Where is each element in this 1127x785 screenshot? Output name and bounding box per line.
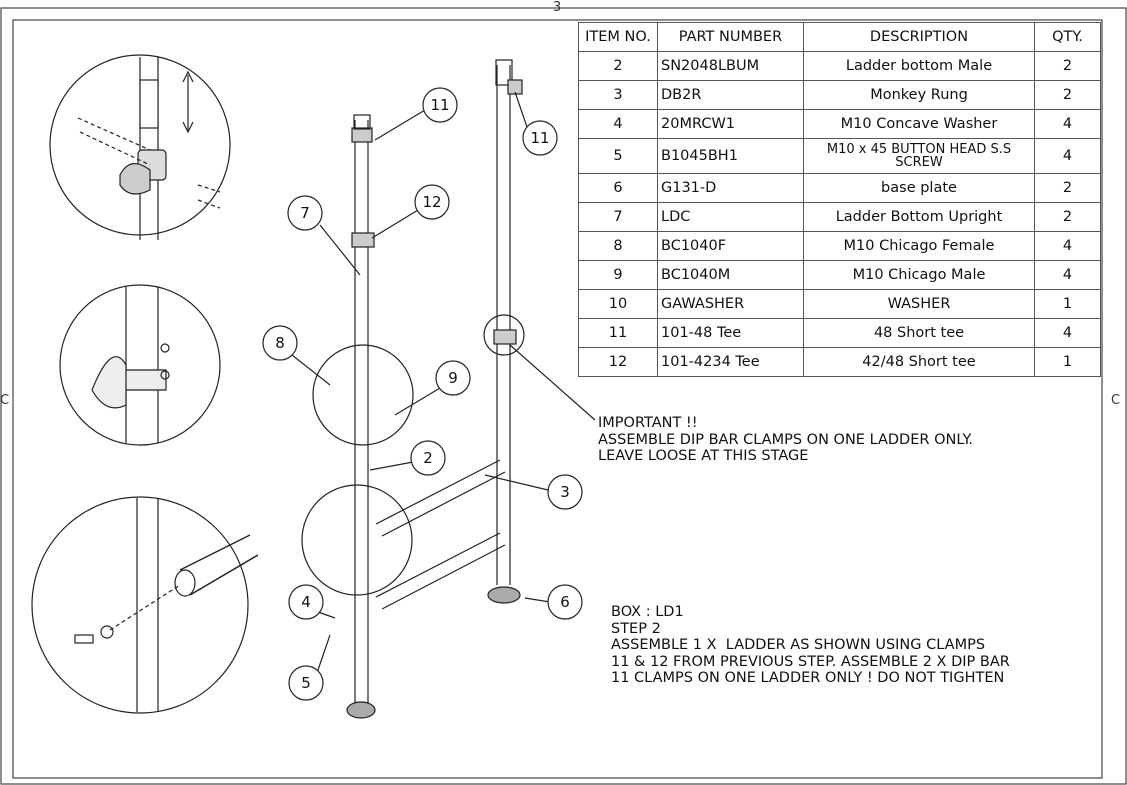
- cell-item-no: 5: [578, 138, 658, 174]
- cell-part-number: B1045BH1: [657, 138, 804, 174]
- balloon-9: 9: [448, 369, 458, 387]
- detail-view-rung-fixing: [31, 496, 259, 714]
- cell-qty: 2: [1034, 80, 1101, 110]
- cell-part-number: GAWASHER: [657, 289, 804, 319]
- outer-border: [0, 7, 1127, 785]
- ladder-upright-left: [346, 114, 376, 719]
- zone-mark-right: C: [1111, 393, 1121, 408]
- balloon-7: 7: [300, 204, 310, 222]
- balloon-11: 11: [530, 129, 549, 147]
- header-description: DESCRIPTION: [803, 22, 1035, 52]
- header-qty: QTY.: [1034, 22, 1101, 52]
- balloon-5: 5: [301, 674, 311, 692]
- detail-circle-rung: [301, 484, 413, 596]
- cell-part-number: 101-4234 Tee: [657, 347, 804, 377]
- cell-description: 42/48 Short tee: [803, 347, 1035, 377]
- cell-description: M10 Concave Washer: [803, 109, 1035, 139]
- cell-part-number: DB2R: [657, 80, 804, 110]
- cell-description: base plate: [803, 173, 1035, 203]
- cell-qty: 4: [1034, 109, 1101, 139]
- cell-description: 48 Short tee: [803, 318, 1035, 348]
- detail-circle-chicago: [312, 344, 414, 446]
- monkey-rungs: [375, 459, 506, 610]
- cell-item-no: 2: [578, 51, 658, 81]
- cell-part-number: 20MRCW1: [657, 109, 804, 139]
- cell-item-no: 3: [578, 80, 658, 110]
- zone-mark-top: 3: [553, 0, 562, 15]
- balloon-8: 8: [275, 334, 285, 352]
- balloon-11: 11: [430, 96, 449, 114]
- cell-qty: 4: [1034, 138, 1101, 174]
- cell-qty: 4: [1034, 318, 1101, 348]
- cell-description: WASHER: [803, 289, 1035, 319]
- cell-item-no: 4: [578, 109, 658, 139]
- cell-item-no: 9: [578, 260, 658, 290]
- detail-circle-dipbar: [483, 314, 525, 356]
- cell-item-no: 6: [578, 173, 658, 203]
- cell-part-number: G131-D: [657, 173, 804, 203]
- cell-item-no: 8: [578, 231, 658, 261]
- cell-description: Monkey Rung: [803, 80, 1035, 110]
- cell-item-no: 11: [578, 318, 658, 348]
- header-item-no: ITEM NO.: [578, 22, 658, 52]
- cell-description: M10 Chicago Female: [803, 231, 1035, 261]
- cell-description: Ladder bottom Male: [803, 51, 1035, 81]
- detail-view-tee-clamp: [59, 284, 221, 446]
- cell-part-number: LDC: [657, 202, 804, 232]
- cell-item-no: 10: [578, 289, 658, 319]
- cell-description: Ladder Bottom Upright: [803, 202, 1035, 232]
- cell-qty: 1: [1034, 347, 1101, 377]
- inner-border: [12, 19, 1103, 779]
- balloon-2: 2: [423, 449, 433, 467]
- cell-part-number: BC1040F: [657, 231, 804, 261]
- balloons: [262, 87, 583, 701]
- ladder-upright-right: [487, 59, 523, 604]
- cell-part-number: BC1040M: [657, 260, 804, 290]
- cell-qty: 2: [1034, 202, 1101, 232]
- important-note: IMPORTANT !! ASSEMBLE DIP BAR CLAMPS ON …: [598, 415, 974, 464]
- cell-item-no: 7: [578, 202, 658, 232]
- step-instructions: BOX : LD1 STEP 2 ASSEMBLE 1 X LADDER AS …: [611, 604, 1010, 686]
- cell-description: M10 Chicago Male: [803, 260, 1035, 290]
- detail-view-clamp-exploded: [49, 54, 231, 240]
- cell-description: M10 x 45 BUTTON HEAD S.S SCREW: [803, 138, 1035, 174]
- balloon-12: 12: [422, 193, 441, 211]
- cell-qty: 2: [1034, 173, 1101, 203]
- cell-qty: 4: [1034, 260, 1101, 290]
- cell-qty: 1: [1034, 289, 1101, 319]
- balloon-4: 4: [301, 593, 311, 611]
- zone-mark-left: C: [0, 393, 10, 408]
- balloon-3: 3: [560, 483, 570, 501]
- header-part-number: PART NUMBER: [657, 22, 804, 52]
- cell-qty: 2: [1034, 51, 1101, 81]
- cell-qty: 4: [1034, 231, 1101, 261]
- cell-item-no: 12: [578, 347, 658, 377]
- cell-part-number: SN2048LBUM: [657, 51, 804, 81]
- bom-header-row: ITEM NO. PART NUMBER DESCRIPTION QTY.: [578, 22, 1101, 52]
- balloon-6: 6: [560, 593, 570, 611]
- cell-part-number: 101-48 Tee: [657, 318, 804, 348]
